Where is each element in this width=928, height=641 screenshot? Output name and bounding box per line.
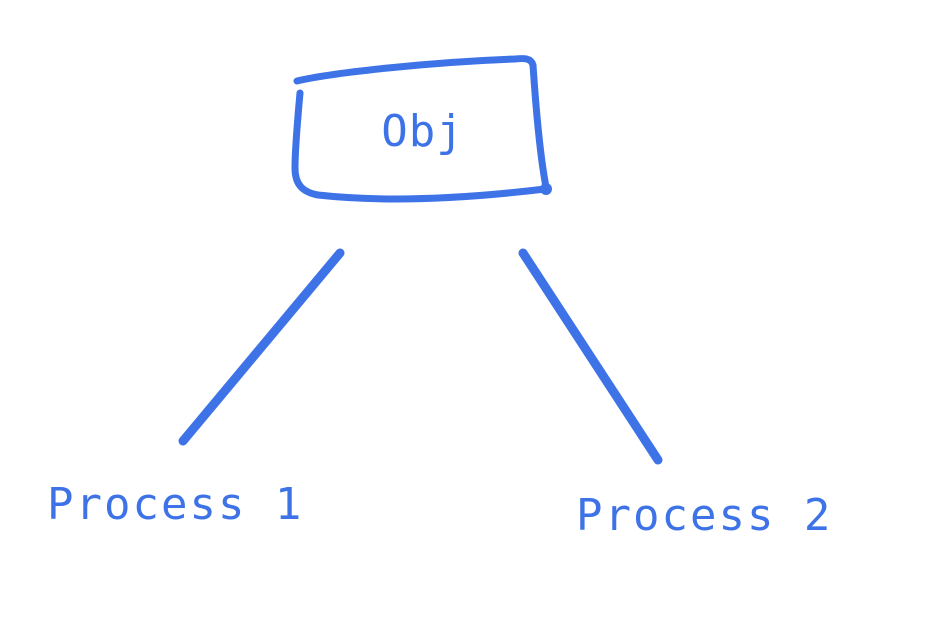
process-2-label: Process 2 [576, 490, 833, 541]
obj-node-label: Obj [381, 106, 464, 157]
obj-box-pen-blob [540, 183, 552, 195]
process-1-label: Process 1 [47, 479, 304, 530]
edge-obj-process2 [518, 248, 663, 465]
obj-box-left-bottom-stroke [291, 89, 549, 203]
obj-box-top-right-stroke [293, 55, 550, 191]
edge-obj-process1 [178, 248, 345, 446]
